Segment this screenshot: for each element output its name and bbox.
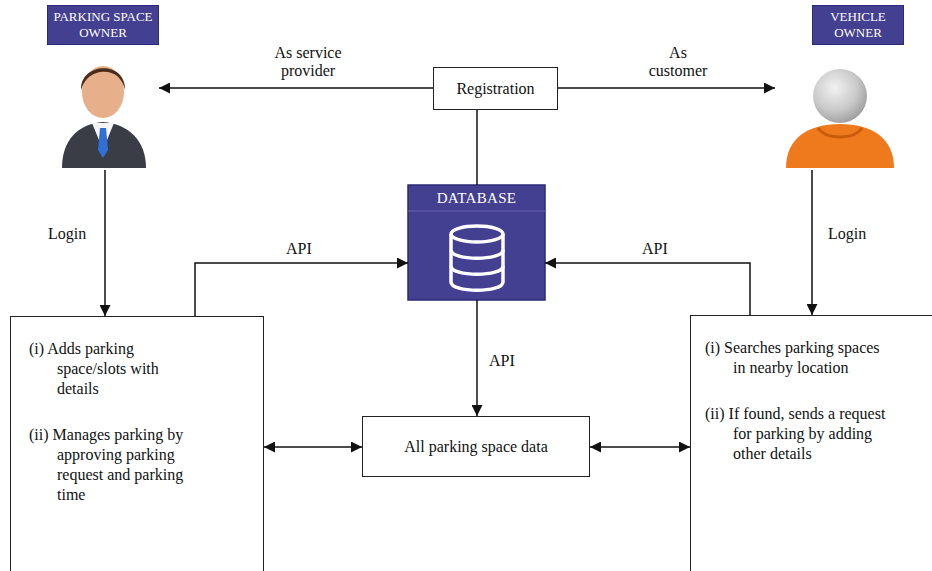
box-label: All parking space data (404, 437, 548, 456)
actor-label: VEHICLE OWNER (812, 5, 904, 45)
actor-node: VEHICLE OWNER (775, 5, 905, 170)
connector-arrow (545, 263, 750, 315)
database-panel (408, 185, 545, 300)
edge-label: As service provider (258, 44, 358, 80)
edge-label: Login (46, 225, 88, 243)
edge-label: As customer (636, 44, 720, 80)
edge-label: API (640, 240, 670, 258)
connector-arrow (264, 446, 362, 448)
connector-arrow (476, 300, 478, 416)
box-label: Registration (456, 79, 534, 98)
database-cylinder-icon (451, 226, 503, 290)
actor-label: PARKING SPACE OWNER (47, 5, 159, 45)
step-text: (i) Searches parking spaces in nearby lo… (705, 338, 895, 378)
customer-person-icon (786, 69, 894, 168)
connector-arrow (476, 110, 478, 185)
connector-arrow (590, 446, 690, 448)
connector-arrow (104, 170, 106, 316)
connector-arrow (159, 87, 433, 89)
function-box: (i) Searches parking spaces in nearby lo… (690, 315, 932, 571)
connector-arrow (558, 87, 775, 89)
step-text: (i) Adds parking space/slots with detail… (29, 339, 201, 399)
connector-arrow (811, 170, 813, 315)
actor-node: PARKING SPACE OWNER (47, 5, 159, 170)
edge-label: Login (826, 225, 868, 243)
database-box: DATABASE (408, 185, 545, 300)
connector-arrow (195, 263, 408, 316)
step-text: (ii) Manages parking by approving parkin… (29, 425, 201, 505)
edge-label: API (284, 240, 314, 258)
business-person-icon (62, 66, 146, 168)
database-label: DATABASE (437, 185, 517, 207)
data-box: All parking space data (362, 416, 590, 477)
process-box: Registration (433, 67, 558, 110)
function-box: (i) Adds parking space/slots with detail… (10, 316, 264, 571)
step-text: (ii) If found, sends a request for parki… (705, 404, 895, 464)
edge-label: API (487, 352, 517, 370)
